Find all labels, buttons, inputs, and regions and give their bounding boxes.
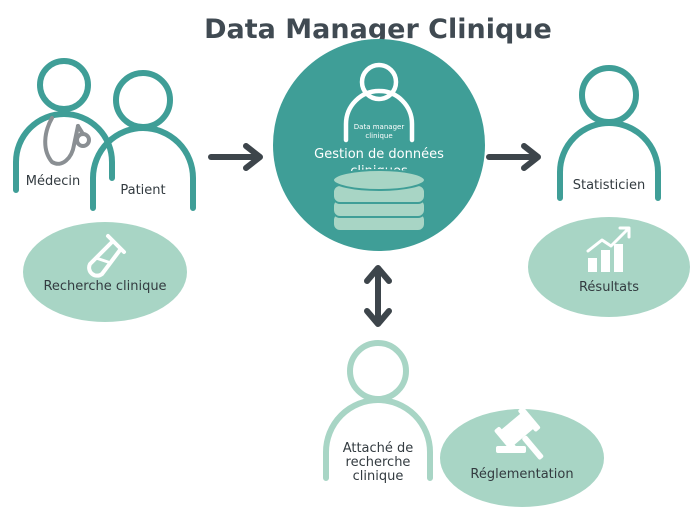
- database-icon: [332, 169, 426, 232]
- person-icon: [323, 340, 433, 481]
- person-icon: [90, 70, 196, 211]
- statisticien-node: Statisticien: [557, 65, 661, 201]
- attache-node: Attaché de recherche clinique: [323, 340, 433, 484]
- medecin-node: Médecin: [13, 58, 115, 193]
- badge-line-2: clinique: [365, 132, 392, 140]
- statisticien-label: Statisticien: [573, 178, 646, 193]
- attache-label-line-2: recherche: [346, 455, 411, 470]
- resultats-label: Résultats: [579, 280, 639, 295]
- badge-line-1: Data manager: [354, 123, 405, 131]
- gavel-icon: [494, 407, 544, 460]
- reglementation-label: Réglementation: [470, 467, 573, 482]
- test-tube-icon: [87, 234, 126, 278]
- arrow-icon: [364, 265, 392, 327]
- data-manager-hub: Data manager clinique Gestion de données…: [273, 39, 485, 251]
- reglementation-bubble: Réglementation: [440, 407, 604, 507]
- person-icon: [557, 65, 661, 201]
- recherche-clinique-label: Recherche clinique: [43, 279, 166, 294]
- arrow-icon: [486, 143, 541, 171]
- arrow-icon: [208, 143, 263, 171]
- stethoscope-icon: [43, 116, 91, 166]
- attache-label-line-1: Attaché de: [343, 441, 414, 456]
- resultats-bubble: Résultats: [528, 217, 690, 317]
- recherche-clinique-bubble: Recherche clinique: [23, 222, 187, 322]
- person-icon: [13, 58, 115, 193]
- attache-label-line-3: clinique: [353, 469, 404, 484]
- patient-node: Patient: [90, 70, 196, 211]
- medecin-label: Médecin: [26, 174, 80, 189]
- bar-chart-icon: [586, 226, 631, 272]
- center-label-line-1: Gestion de données: [314, 147, 444, 162]
- person-icon: [343, 62, 415, 143]
- patient-label: Patient: [120, 183, 165, 198]
